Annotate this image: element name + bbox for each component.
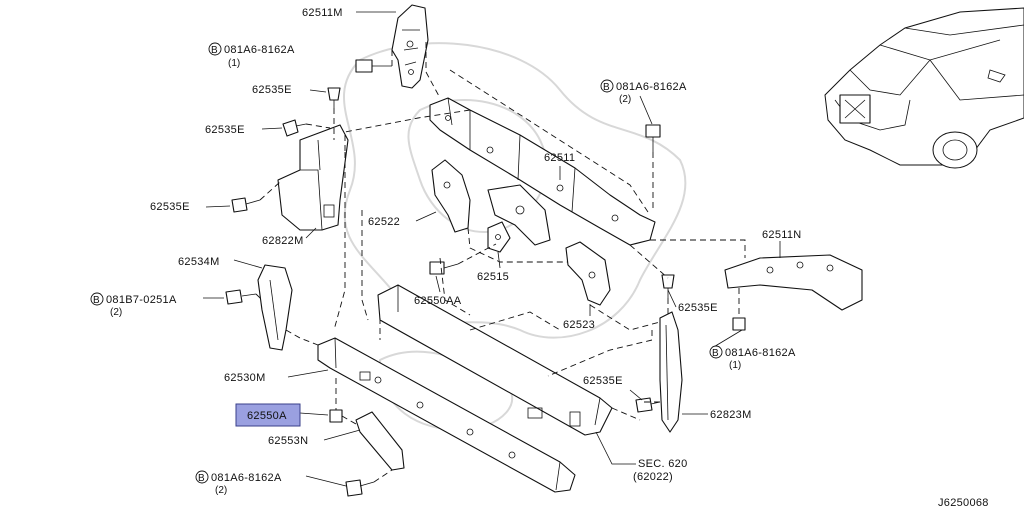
callout-62823m: 62823M (710, 409, 752, 421)
svg-text:(62022): (62022) (633, 471, 673, 483)
callout-62530m: 62530M (224, 372, 266, 384)
callout-62553n: 62553N (268, 435, 308, 447)
svg-text:B: B (211, 45, 218, 56)
svg-text:(2): (2) (110, 307, 122, 318)
bolt-icon (429, 261, 459, 275)
svg-text:62550A: 62550A (247, 410, 287, 422)
callout-62822m: 62822M (262, 235, 304, 247)
clip-62535e-icon (327, 87, 341, 108)
part-62822m-air-guide (277, 124, 349, 231)
svg-text:081B7-0251A: 081B7-0251A (106, 294, 177, 306)
callout-62535e: 62535E (678, 302, 718, 314)
callout-bolt-top-right: B 081A6-8162A (2) (600, 79, 687, 105)
bolt-icon (355, 59, 392, 73)
callout-62550a-highlighted[interactable]: 62550A (235, 403, 301, 427)
part-62522-bracket (431, 159, 471, 233)
svg-text:081A6-8162A: 081A6-8162A (211, 472, 282, 484)
bolt-icon (732, 317, 746, 331)
callout-62515: 62515 (477, 271, 509, 283)
callout-section-reference: SEC. 620 (62022) (633, 458, 687, 483)
svg-text:B: B (198, 473, 205, 484)
svg-text:081A6-8162A: 081A6-8162A (616, 81, 687, 93)
svg-text:(2): (2) (619, 94, 631, 105)
svg-text:B: B (603, 82, 610, 93)
svg-text:B: B (93, 295, 100, 306)
part-bumper-reinforcement (377, 284, 613, 436)
callout-62511: 62511 (544, 152, 575, 164)
callout-62535e: 62535E (150, 201, 190, 213)
clip-62535e-icon (635, 397, 661, 413)
callout-62535e: 62535E (205, 124, 245, 136)
svg-text:B: B (712, 348, 719, 359)
bolt-icon (329, 409, 343, 423)
callout-62535e: 62535E (252, 84, 292, 96)
clip-62535e-icon (282, 119, 307, 137)
callout-bolt-top-left: B 081A6-8162A (1) (208, 42, 295, 69)
diagram-reference-code: J6250068 (938, 497, 989, 509)
callout-62511n: 62511N (762, 229, 802, 241)
bolt-icon (225, 289, 257, 305)
callout-62511m: 62511M (302, 7, 343, 19)
part-hood-lock-bracket (487, 184, 551, 246)
callout-bolt-left: B 081B7-0251A (2) (90, 292, 177, 318)
callout-62550aa: 62550AA (414, 295, 462, 307)
callout-bolt-bottom: B 081A6-8162A (2) (195, 470, 282, 496)
svg-text:SEC. 620: SEC. 620 (638, 458, 687, 470)
bolt-icon (345, 479, 375, 497)
bolt-icon (645, 124, 661, 152)
svg-text:081A6-8162A: 081A6-8162A (224, 44, 295, 56)
svg-text:(1): (1) (228, 58, 240, 69)
part-62823m-air-guide (659, 311, 683, 433)
part-62530m-lower-support (317, 337, 576, 493)
callout-62523: 62523 (563, 319, 595, 331)
part-62553n-plate (355, 411, 405, 471)
leader-lines (203, 11, 781, 487)
callout-62522: 62522 (368, 216, 400, 228)
svg-text:(1): (1) (729, 360, 741, 371)
callouts: 62511M B 081A6-8162A (1) 62535E 62535E 6… (90, 7, 989, 509)
callout-bolt-right: B 081A6-8162A (1) (709, 345, 796, 371)
vehicle-location-illustration (824, 7, 1024, 169)
part-62523-bracket (565, 241, 611, 306)
part-62511n-bracket (724, 254, 863, 311)
part-62511m-bracket (391, 4, 429, 89)
assembly-lines (255, 42, 746, 483)
callout-62534m: 62534M (178, 256, 220, 268)
clip-62535e-icon (661, 274, 675, 298)
part-62534m-bracket (257, 264, 293, 351)
svg-text:081A6-8162A: 081A6-8162A (725, 347, 796, 359)
callout-62535e: 62535E (583, 375, 623, 387)
svg-text:(2): (2) (215, 485, 227, 496)
clip-62535e-icon (231, 197, 261, 213)
part-62515-bracket (487, 221, 511, 253)
